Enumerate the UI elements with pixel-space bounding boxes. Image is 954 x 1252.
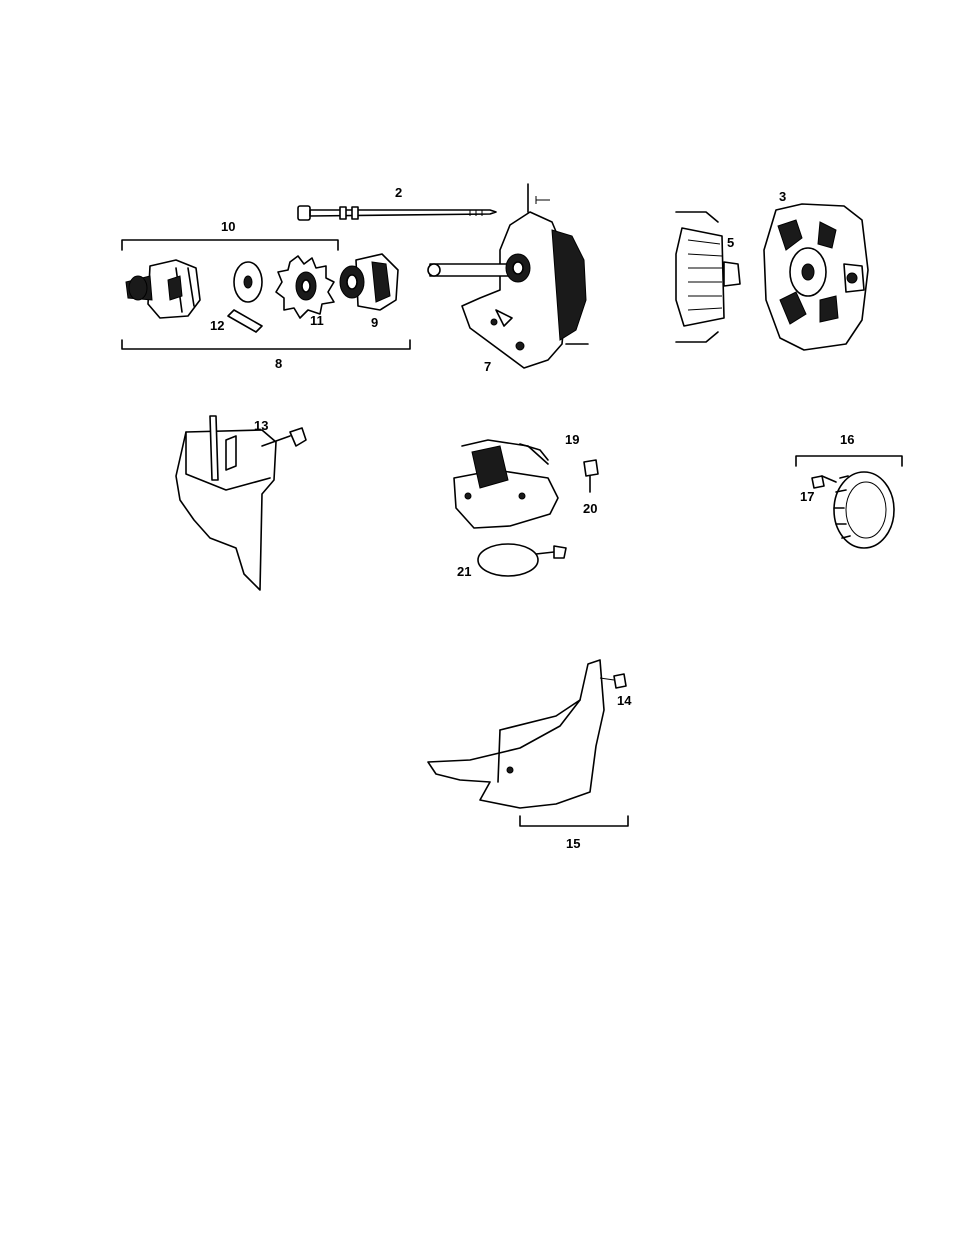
bracket-16	[796, 456, 902, 466]
part-3-end-cap	[764, 204, 868, 350]
part-7-drive-housing	[428, 184, 588, 368]
callout-10: 10	[221, 219, 235, 234]
part-12-pin	[228, 310, 262, 332]
part-11-pinion-gear	[276, 256, 334, 318]
callout-19: 19	[565, 432, 579, 447]
washer	[234, 262, 262, 302]
part-13-housing	[176, 416, 306, 590]
callout-16: 16	[840, 432, 854, 447]
callout-7: 7	[484, 359, 491, 374]
callout-20: 20	[583, 501, 597, 516]
bracket-8	[122, 340, 410, 349]
part-14-screw	[600, 674, 626, 688]
callout-5: 5	[727, 235, 734, 250]
callout-12: 12	[210, 318, 224, 333]
callout-9: 9	[371, 315, 378, 330]
bracket-15	[520, 816, 628, 826]
callout-11: 11	[310, 313, 324, 328]
callout-14: 14	[617, 693, 632, 708]
callout-13: 13	[254, 418, 268, 433]
callout-15: 15	[566, 836, 580, 851]
part-15-shroud	[428, 660, 604, 808]
part-21-ground-wire	[478, 544, 566, 576]
callout-8: 8	[275, 356, 282, 371]
callout-2: 2	[395, 185, 402, 200]
callout-21: 21	[457, 564, 471, 579]
callout-3: 3	[779, 189, 786, 204]
part-9-clutch	[340, 254, 398, 310]
part-5-armature	[676, 212, 740, 342]
part-19-ignition-module	[454, 440, 558, 528]
bracket-10	[122, 240, 338, 250]
part-17-stator	[812, 472, 894, 548]
part-20-screw	[584, 460, 598, 492]
part-2-through-bolt	[298, 206, 496, 220]
callout-17: 17	[800, 489, 814, 504]
starter-drive-assembly	[126, 260, 200, 318]
